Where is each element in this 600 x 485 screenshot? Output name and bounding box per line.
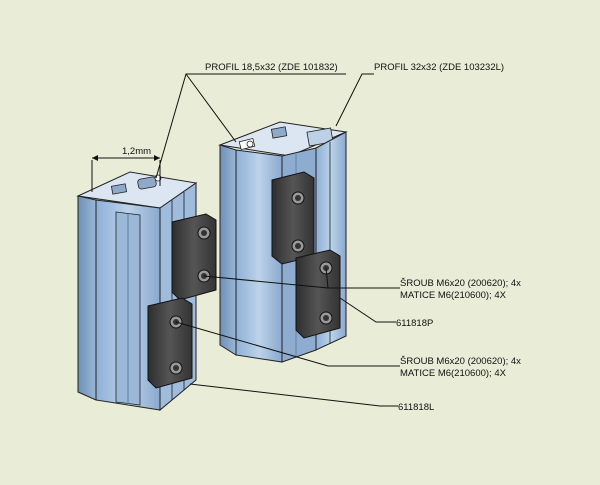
label-screw-upper: ŠROUB M6x20 (200620); 4x: [400, 278, 521, 289]
leader-lines: [91, 73, 400, 407]
label-screw-lower: ŠROUB M6x20 (200620); 4x: [400, 356, 521, 367]
label-part-right: 611818P: [396, 318, 433, 329]
hinge-right-lower: [295, 249, 341, 339]
label-profile-right: PROFIL 32x32 (ZDE 103232L): [374, 62, 504, 73]
label-nut-lower: MATICE M6(210600); 4X: [400, 368, 507, 379]
label-part-left: 611818L: [398, 402, 434, 413]
label-profile-left: PROFIL 18,5x32 (ZDE 101832): [205, 62, 338, 73]
label-dimension: 1,2mm: [122, 146, 151, 157]
label-nut-upper: MATICE M6(210600); 4X: [400, 290, 507, 301]
hinge-right-upper: [271, 171, 315, 265]
hinge-left-upper: [171, 213, 217, 301]
hinge-left-lower: [147, 297, 193, 389]
